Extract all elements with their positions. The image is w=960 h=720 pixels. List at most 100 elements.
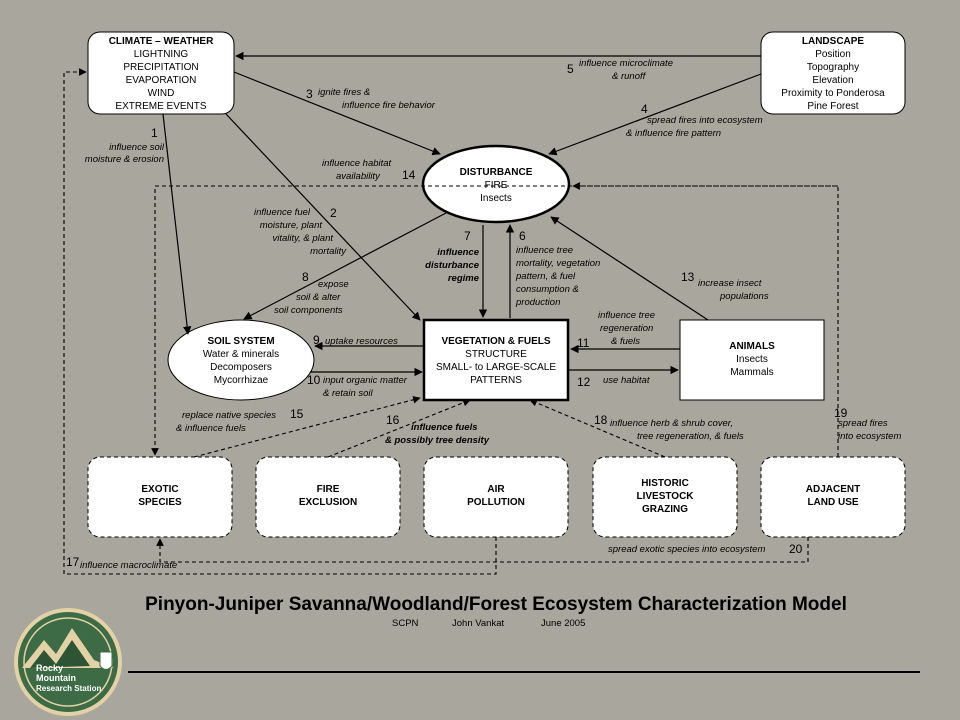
link-label: influence tree bbox=[516, 245, 573, 256]
credit-author: John Vankat bbox=[452, 618, 504, 629]
credit-date: June 2005 bbox=[541, 618, 585, 629]
soil-line: Mycorrhizae bbox=[214, 375, 269, 386]
arrow-15 bbox=[193, 396, 421, 458]
link-label: disturbance bbox=[425, 260, 480, 271]
link-number: 18 bbox=[594, 413, 608, 427]
link-number: 12 bbox=[577, 375, 591, 389]
arrow-14 bbox=[151, 185, 838, 456]
landscape-line: Position bbox=[815, 49, 851, 60]
link-5: 5 influence microclimate & runoff bbox=[567, 58, 673, 82]
link-label: & retain soil bbox=[323, 388, 374, 399]
link-20: 20 spread exotic species into ecosystem bbox=[608, 542, 803, 556]
link-12: 12 use habitat bbox=[577, 375, 650, 389]
climate-line: PRECIPITATION bbox=[123, 62, 198, 73]
vegetation-line: PATTERNS bbox=[470, 375, 522, 386]
landscape-node: LANDSCAPE Position Topography Elevation … bbox=[760, 31, 906, 115]
grazing-line: GRAZING bbox=[642, 504, 688, 515]
link-label: mortality bbox=[310, 246, 347, 257]
link-label: influence bbox=[437, 247, 479, 258]
link-label: into ecosystem bbox=[838, 431, 901, 442]
landscape-line: Elevation bbox=[812, 75, 853, 86]
link-label: influence microclimate bbox=[579, 58, 673, 69]
logo-line: Rocky bbox=[36, 663, 63, 673]
link-label: influence tree bbox=[598, 310, 655, 321]
link-label: & influence fire pattern bbox=[626, 128, 721, 139]
mountain-shadow-icon bbox=[30, 640, 90, 668]
link-number: 8 bbox=[302, 270, 309, 284]
arrow-18 bbox=[529, 399, 666, 458]
arrow-3 bbox=[233, 71, 441, 156]
link-18: 18 influence herb & shrub cover, tree re… bbox=[594, 413, 744, 442]
logo-line: Research Station bbox=[36, 684, 101, 693]
fire-exclusion-line: FIRE bbox=[317, 484, 340, 495]
climate-weather-node: CLIMATE – WEATHER LIGHTNING PRECIPITATIO… bbox=[87, 31, 235, 115]
link-number: 2 bbox=[330, 206, 337, 220]
link-number: 3 bbox=[306, 87, 313, 101]
exotic-species-node: EXOTIC SPECIES bbox=[87, 456, 233, 538]
link-number: 5 bbox=[567, 62, 574, 76]
link-label: influence habitat bbox=[322, 158, 392, 169]
arrow-8 bbox=[243, 212, 447, 320]
link-label: populations bbox=[719, 291, 769, 302]
link-number: 16 bbox=[386, 413, 400, 427]
climate-title: CLIMATE – WEATHER bbox=[109, 36, 214, 47]
link-number: 7 bbox=[464, 229, 471, 243]
link-label: influence fuel bbox=[254, 207, 311, 218]
animals-line: Insects bbox=[736, 354, 768, 365]
link-number: 9 bbox=[313, 333, 320, 347]
link-label: soil components bbox=[274, 305, 343, 316]
link-label: replace native species bbox=[182, 410, 276, 421]
link-number: 19 bbox=[834, 406, 848, 420]
link-label: & influence fuels bbox=[176, 423, 246, 434]
arrow-1 bbox=[162, 113, 192, 335]
air-pollution-line: POLLUTION bbox=[467, 497, 525, 508]
link-label: expose bbox=[318, 279, 349, 290]
link-label: uptake resources bbox=[325, 336, 398, 347]
link-label: regeneration bbox=[600, 323, 653, 334]
adjacent-land-use-node: ADJACENT LAND USE bbox=[760, 456, 906, 538]
link-label: use habitat bbox=[603, 375, 650, 386]
arrow-4 bbox=[548, 73, 762, 156]
link-8: 8 expose soil & alter soil components bbox=[274, 270, 349, 316]
arrow-2 bbox=[225, 113, 421, 321]
link-label: influence herb & shrub cover, bbox=[610, 418, 733, 429]
arrow-13 bbox=[550, 216, 709, 321]
vegetation-title: VEGETATION & FUELS bbox=[441, 336, 550, 347]
air-pollution-line: AIR bbox=[487, 484, 505, 495]
climate-line: EXTREME EVENTS bbox=[115, 101, 206, 112]
vegetation-fuels-node: VEGETATION & FUELS STRUCTURE SMALL- to L… bbox=[422, 318, 570, 402]
link-label: consumption & bbox=[516, 284, 579, 295]
vegetation-line: STRUCTURE bbox=[465, 349, 527, 360]
link-label: availability bbox=[336, 171, 381, 182]
link-label: pattern, & fuel bbox=[515, 271, 576, 282]
link-15: 15 replace native species & influence fu… bbox=[176, 407, 304, 434]
link-number: 1 bbox=[151, 126, 158, 140]
link-label: increase insect bbox=[698, 278, 762, 289]
diagram-title: Pinyon-Juniper Savanna/Woodland/Forest E… bbox=[145, 594, 847, 615]
animals-line: Mammals bbox=[730, 367, 773, 378]
animals-title: ANIMALS bbox=[729, 341, 775, 352]
rocky-mountain-research-station-logo: Rocky Mountain Research Station bbox=[14, 608, 122, 716]
air-pollution-node: AIR POLLUTION bbox=[423, 456, 569, 538]
link-label: influence soil bbox=[109, 142, 165, 153]
soil-line: Water & minerals bbox=[203, 349, 279, 360]
link-17: 17 influence macroclimate bbox=[66, 555, 177, 571]
link-16: 16 influence fuels & possibly tree densi… bbox=[385, 413, 490, 446]
grazing-line: LIVESTOCK bbox=[636, 491, 694, 502]
disturbance-title: DISTURBANCE bbox=[460, 167, 533, 178]
animals-node: ANIMALS Insects Mammals bbox=[679, 319, 825, 401]
link-3: 3 ignite fires & influence fire behavior bbox=[306, 87, 436, 111]
link-label: production bbox=[515, 297, 560, 308]
climate-line: EVAPORATION bbox=[126, 75, 197, 86]
link-label: tree regeneration, & fuels bbox=[637, 431, 744, 442]
logo-line: Mountain bbox=[36, 673, 76, 683]
link-number: 10 bbox=[307, 373, 321, 387]
soil-line: Decomposers bbox=[210, 362, 272, 373]
climate-line: LIGHTNING bbox=[134, 49, 189, 60]
fire-exclusion-line: EXCLUSION bbox=[299, 497, 357, 508]
link-label: input organic matter bbox=[323, 375, 408, 386]
landscape-line: Topography bbox=[807, 62, 859, 73]
link-19: 19 spread fires into ecosystem bbox=[834, 406, 901, 442]
link-label: & runoff bbox=[612, 71, 647, 82]
link-label: spread fires bbox=[838, 418, 888, 429]
